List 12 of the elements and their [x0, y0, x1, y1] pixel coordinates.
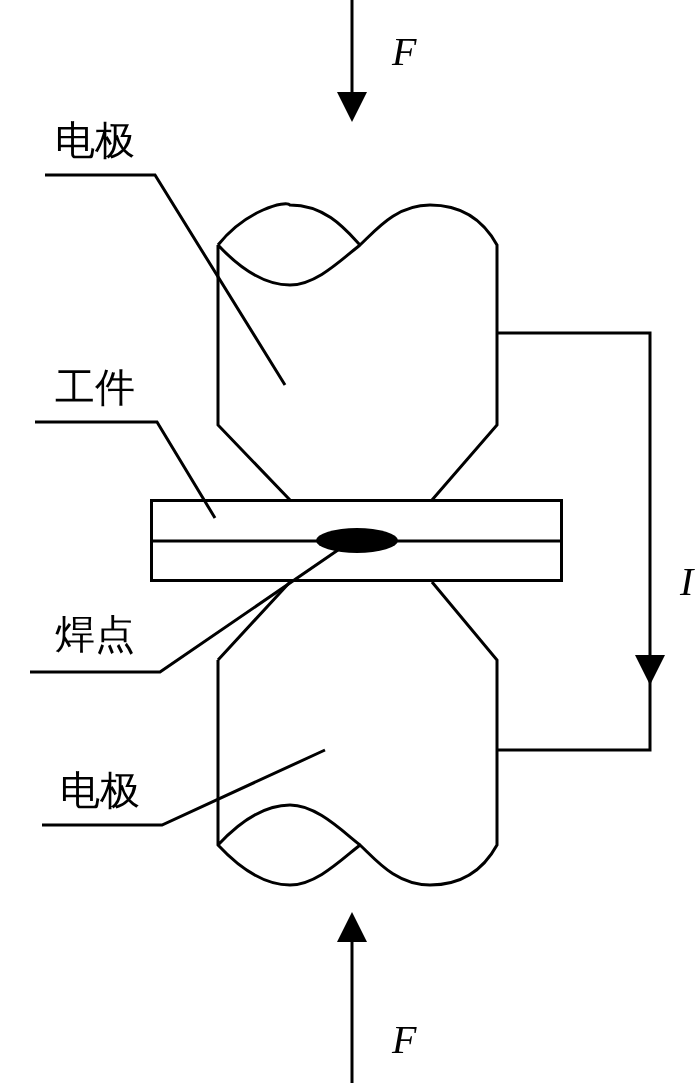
part-label: 焊点: [55, 612, 135, 656]
leader-line: [45, 173, 287, 386]
edge-label: I: [680, 560, 694, 604]
leader-line: [30, 548, 339, 674]
force-label: F: [392, 1018, 417, 1062]
part-label: 电极: [60, 768, 140, 812]
current-wire: [498, 331, 665, 752]
part-label: 电极: [55, 118, 135, 162]
part-label: 工件: [55, 365, 135, 409]
leader-line: [35, 420, 217, 519]
leader-line: [42, 748, 326, 827]
force-label: F: [392, 30, 417, 74]
